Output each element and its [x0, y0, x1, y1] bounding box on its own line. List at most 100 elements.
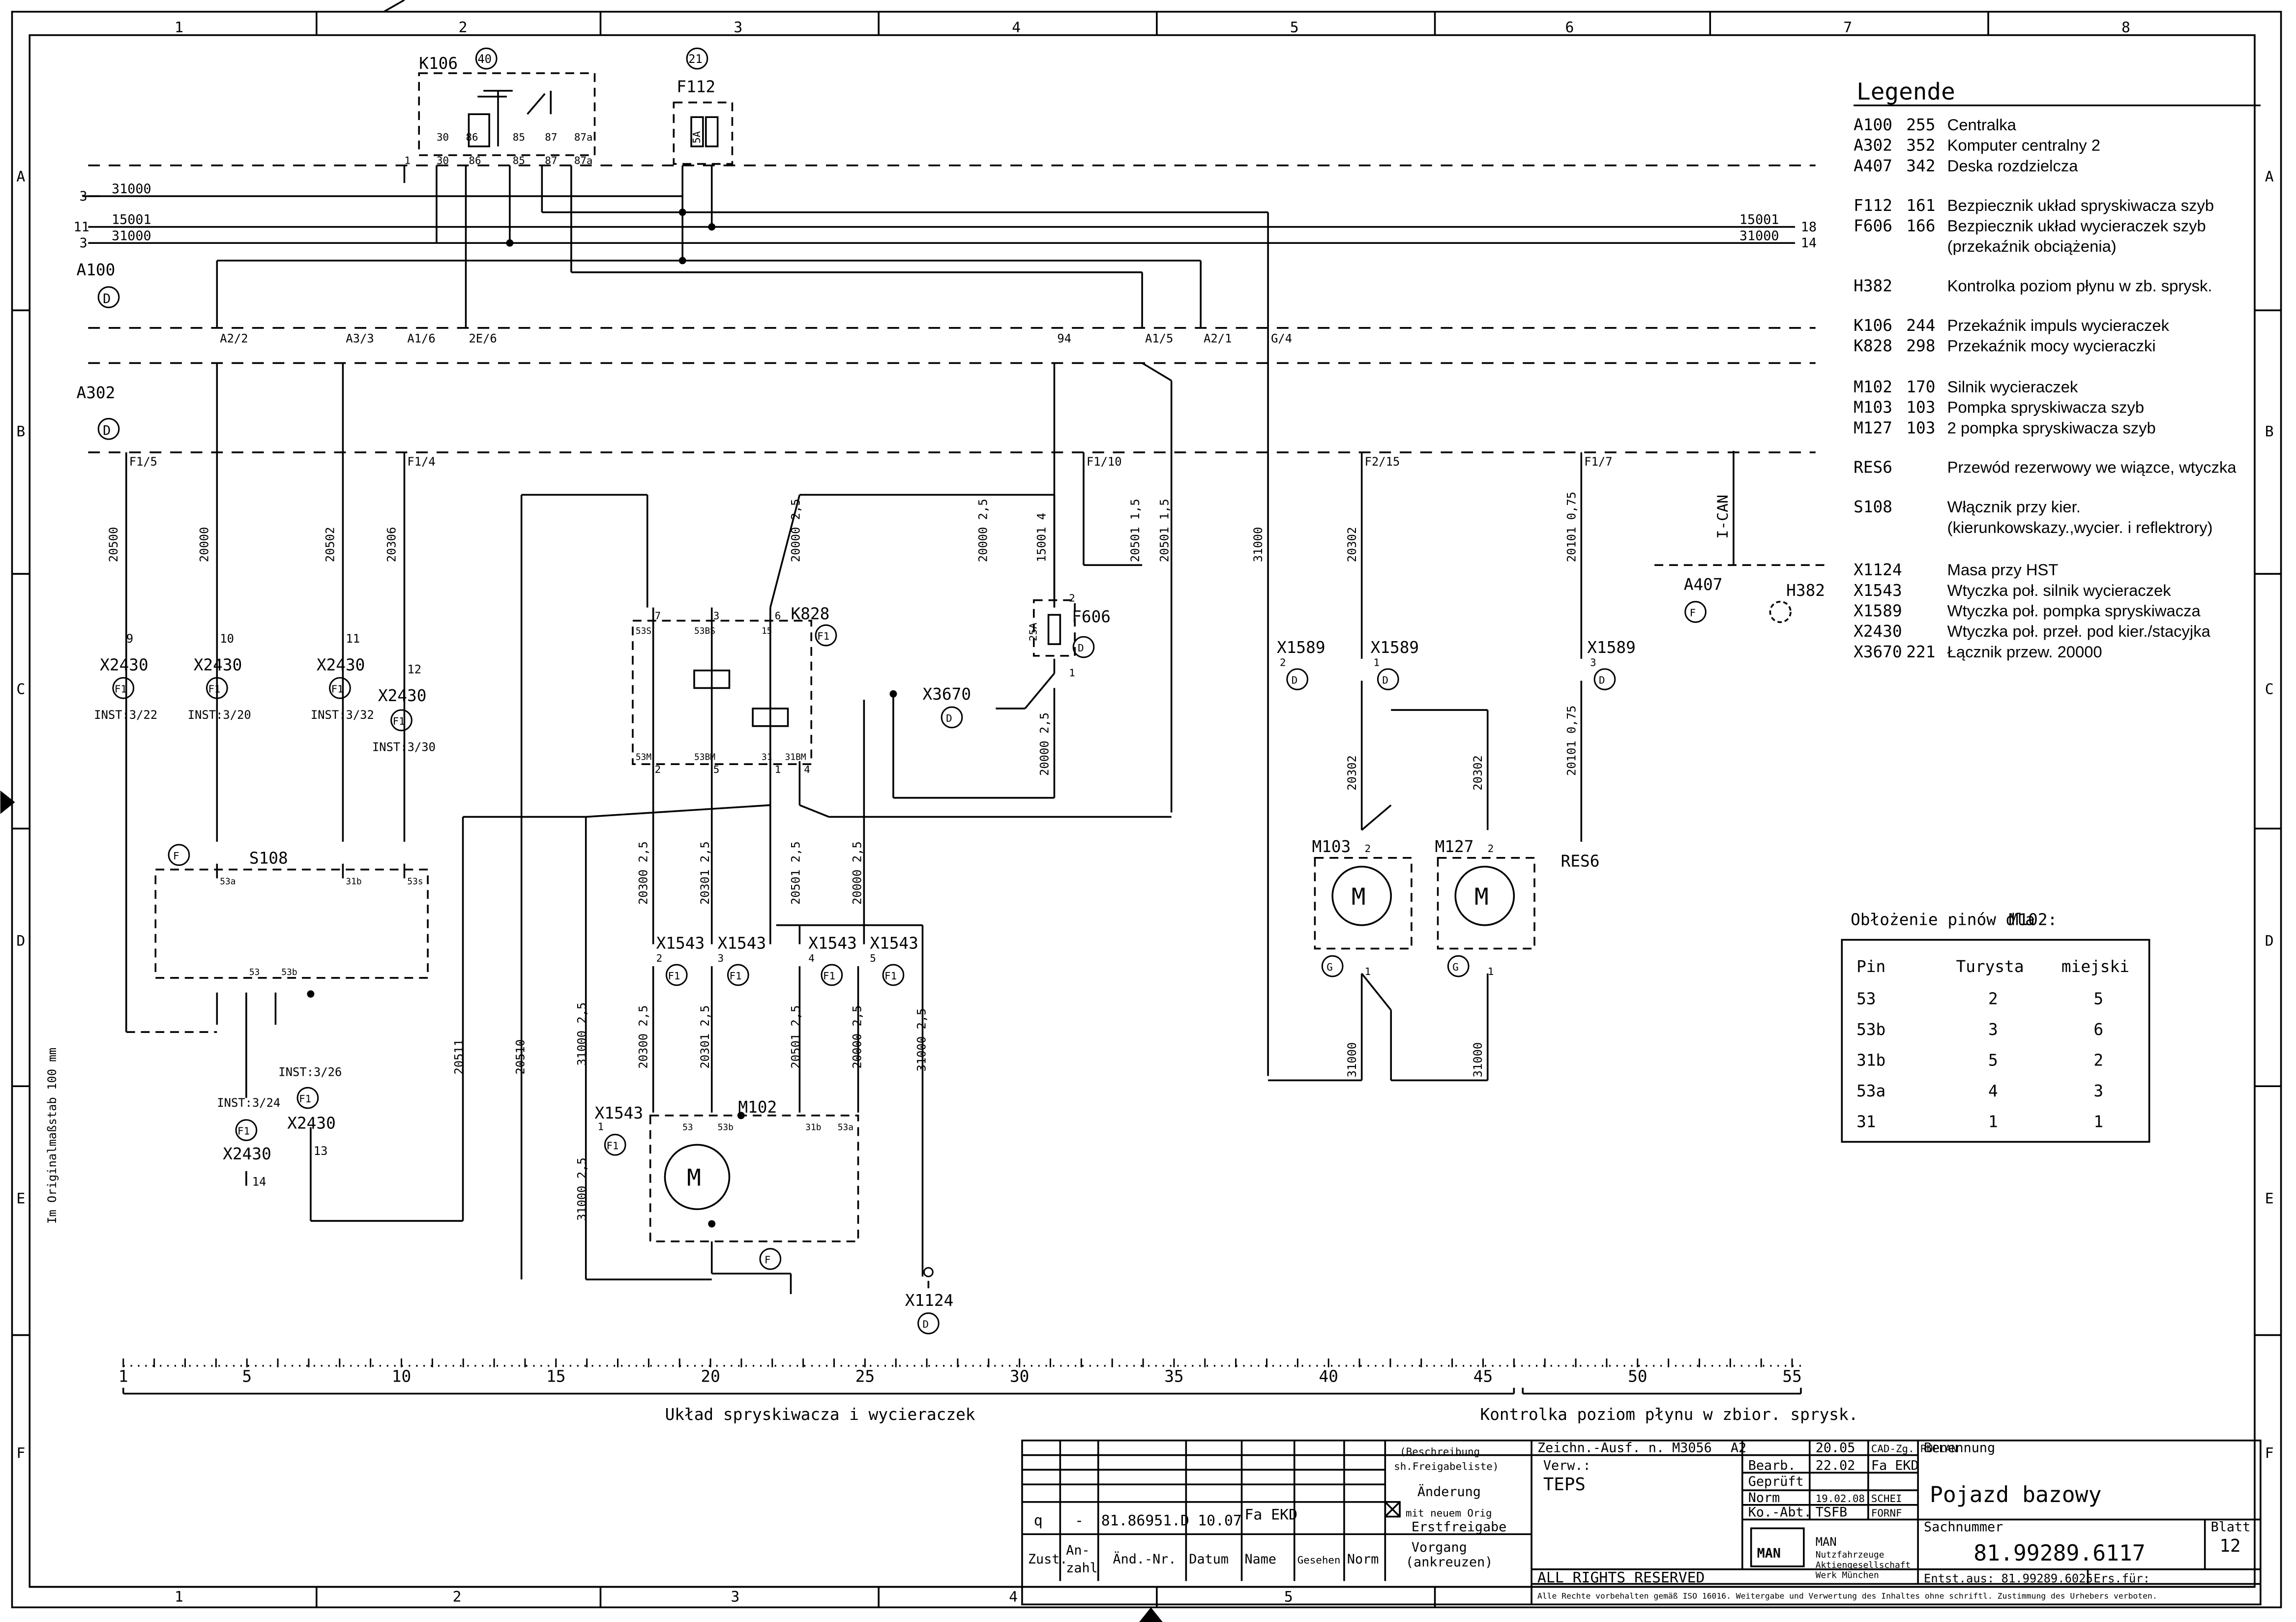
role: Ko.-Abt.	[1748, 1505, 1812, 1520]
col-label: 5	[1290, 19, 1299, 36]
m127-pin: 2	[1488, 843, 1494, 855]
x1543-tag: F1	[606, 1140, 618, 1151]
x1543-pin: 2	[656, 952, 663, 964]
x1589-label: X1589	[1587, 638, 1636, 657]
row-label: B	[2265, 423, 2274, 440]
rev-header: zahl	[1066, 1561, 1098, 1576]
ruler-tick-label: 45	[1473, 1367, 1493, 1386]
note: Vorgang	[1412, 1540, 1467, 1555]
k828-tag: F1	[817, 630, 829, 642]
legend-code: X1589	[1854, 602, 1902, 620]
k828-pin: 2	[655, 764, 661, 775]
pin-cell: 3	[1988, 1020, 1998, 1039]
m127-letter: M	[1474, 884, 1489, 911]
pin-cell: 53b	[1856, 1020, 1885, 1039]
legend-code: X1543	[1854, 581, 1902, 600]
wire-label: 20000 2,5	[1038, 712, 1052, 776]
col-label: 3	[734, 19, 742, 36]
k106-pin: 87a	[574, 131, 593, 143]
row-label: B	[16, 423, 25, 440]
pin-cell: 1	[2093, 1113, 2103, 1131]
legend-code: X2430	[1854, 622, 1902, 641]
a407-tag: F	[1690, 607, 1696, 619]
legend-num: 298	[1906, 337, 1935, 355]
x1543-tag: F1	[729, 970, 741, 982]
date: 20.05	[1816, 1441, 1855, 1456]
x2430-pin: 11	[346, 632, 360, 646]
wire-label: 20501 1,5	[1158, 499, 1172, 562]
m102-pin: 53b	[718, 1122, 734, 1133]
legend-text: Przewód rezerwowy we wiązce, wtyczka	[1947, 458, 2237, 476]
x1589-tag: D	[1599, 674, 1605, 686]
wire-label: 20000 2,5	[850, 1005, 864, 1069]
role: Geprüft	[1748, 1474, 1804, 1489]
legend-code: A302	[1854, 136, 1892, 155]
a100-conn: A2/2	[220, 332, 248, 346]
legend-text: (kierunkowskazy.,wycier. i reflektrory)	[1947, 518, 2213, 536]
x3670-label: X3670	[922, 685, 971, 704]
pin-cell: 1	[1988, 1113, 1998, 1131]
x1543-label: X1543	[808, 934, 857, 952]
legend-code: K828	[1854, 337, 1892, 355]
a100-conn: A3/3	[346, 332, 374, 346]
row-label: E	[16, 1190, 25, 1207]
pin-cell: 2	[1988, 990, 1998, 1008]
bus-num: 14	[1801, 236, 1817, 251]
company-line: Werk München	[1816, 1570, 1879, 1581]
a100-tag: D	[103, 291, 111, 306]
x2430-inst: INST:3/32	[311, 708, 374, 722]
k828-pin: 3	[713, 610, 720, 621]
rev-value: Fa EKD	[1245, 1506, 1298, 1524]
m127-tag: G	[1452, 961, 1459, 973]
col-label: 3	[731, 1588, 739, 1605]
x2430-tag: F1	[237, 1125, 250, 1137]
legend-text: Bezpiecznik układ spryskiwacza szyb	[1947, 196, 2214, 214]
m102-pin: 31b	[805, 1122, 821, 1133]
name: SCHEI	[1871, 1493, 1902, 1504]
a302-conn: F1/4	[407, 455, 435, 469]
k106-pin: 85	[513, 131, 525, 143]
wire-label: 20511	[452, 1039, 466, 1075]
a100-conn: A2/1	[1204, 332, 1232, 346]
k828-pin: 5	[713, 764, 720, 775]
legend-code: F112	[1854, 196, 1892, 215]
x1589-tag: D	[1292, 674, 1298, 686]
x3670-tag: D	[946, 712, 952, 724]
legend-code: A407	[1854, 156, 1892, 175]
k106-conn: 87a	[574, 154, 593, 166]
x2430-label: X2430	[378, 686, 427, 705]
rev-header: Name	[1245, 1552, 1277, 1567]
k828-term: 53M	[636, 752, 651, 762]
note: Änderung	[1417, 1484, 1481, 1500]
row-label: E	[2265, 1190, 2274, 1207]
pin-cell: 5	[1988, 1051, 1998, 1070]
x2430-pin: 14	[252, 1175, 266, 1189]
x1543-label: X1543	[870, 934, 918, 952]
ruler-tick-label: 5	[242, 1367, 252, 1386]
legend-num: 221	[1906, 643, 1935, 661]
dept: TSFB	[1816, 1505, 1848, 1520]
x1543-pin: 4	[808, 952, 815, 964]
note: mit neuem Orig	[1406, 1507, 1492, 1519]
a302-label: A302	[77, 383, 116, 402]
f606-rating: 25A	[1028, 622, 1039, 641]
ruler-tick-label: 1	[118, 1367, 128, 1386]
x2430-label: X2430	[223, 1145, 271, 1163]
legend-num: 170	[1906, 378, 1935, 396]
bus-label: 15001	[1739, 212, 1779, 228]
m102-label: M102	[738, 1098, 777, 1117]
note: Erstfreigabe	[1412, 1519, 1506, 1534]
f606-tag: D	[1078, 642, 1084, 654]
res6-label: RES6	[1561, 852, 1600, 871]
ruler-tick-label: 30	[1010, 1367, 1029, 1386]
bus-num: 3	[79, 189, 87, 204]
col-label: 7	[1843, 19, 1852, 36]
legend-code: F606	[1854, 216, 1892, 235]
wire-label: 20510	[514, 1039, 528, 1075]
legend-code: M127	[1854, 418, 1892, 437]
f606-label: F606	[1072, 607, 1111, 626]
legend-text: Włącznik przy kier.	[1947, 498, 2081, 516]
